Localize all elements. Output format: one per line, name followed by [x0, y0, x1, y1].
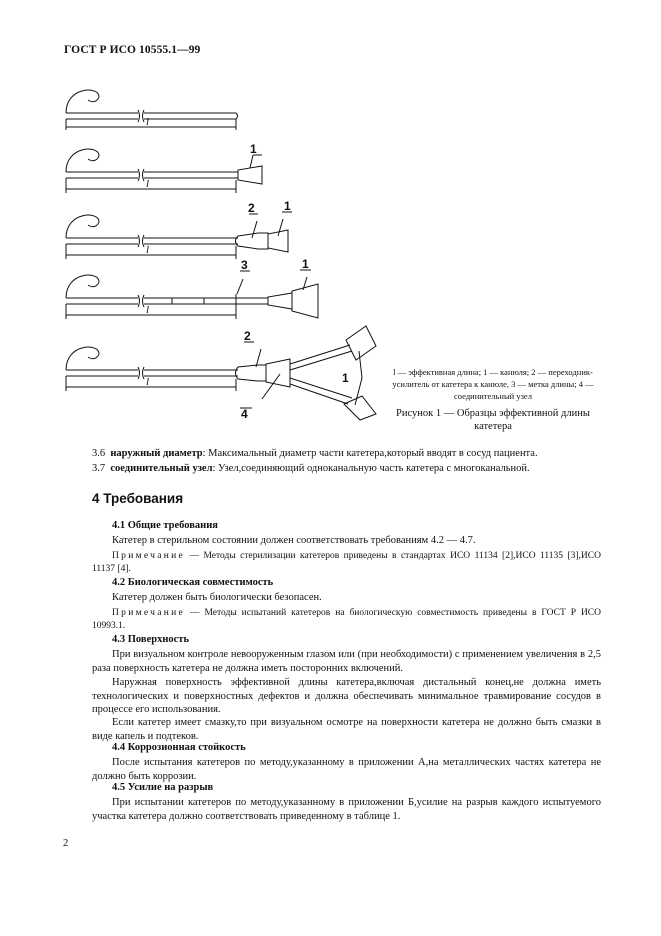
length-label: l — [146, 376, 149, 388]
note: Примечание — Методы испытаний катетеров … — [92, 607, 601, 633]
paragraph: Катетер в стерильном состоянии должен со… — [112, 535, 476, 546]
catheter-sample-3 — [65, 211, 292, 259]
paragraph: Если катетер имеет смазку,то при визуаль… — [92, 717, 601, 742]
label-cannula: 1 — [302, 257, 309, 271]
note-label: Примечание — [112, 551, 186, 561]
subsection-title: 4.5 Усилие на разрыв — [112, 782, 214, 793]
page-header: ГОСТ Р ИСО 10555.1—99 — [64, 44, 201, 56]
figure-caption: Рисунок 1 — Образцы эффективной длины ка… — [396, 408, 590, 432]
paragraph: Наружная поверхность эффективной длины к… — [92, 677, 601, 715]
definition-number: 3.7 — [92, 463, 106, 474]
page-number: 2 — [63, 838, 69, 849]
definition-3-6: 3.6 наружный диаметр: Максимальный диаме… — [92, 448, 538, 459]
label-cannula: 1 — [250, 142, 257, 156]
paragraph: При испытании катетеров по методу,указан… — [92, 797, 601, 822]
length-label: l — [146, 178, 149, 190]
figure-legend: l — эффективная длина; 1 — канюля; 2 — п… — [392, 367, 594, 401]
definition-number: 3.6 — [92, 448, 106, 459]
paragraph: Катетер должен быть биологически безопас… — [112, 592, 322, 603]
label-cannula: 1 — [342, 371, 349, 385]
label-cannula: 1 — [284, 199, 291, 213]
catheter-figure: l l l l l 1 2 1 3 1 2 4 1 — [65, 89, 377, 421]
section-title: 4 Требования — [92, 491, 184, 506]
definition-term: соединительный узел — [110, 463, 213, 474]
definition-term: наружный диаметр — [110, 448, 203, 459]
length-label: l — [146, 116, 149, 128]
note: Примечание — Методы стерилизации катетер… — [92, 550, 601, 576]
label-length-mark: 3 — [241, 258, 248, 272]
catheter-sample-4 — [65, 269, 319, 319]
definition-3-7: 3.7 соединительный узел: Узел,соединяющи… — [92, 463, 530, 474]
subsection-title: 4.1 Общие требования — [112, 520, 218, 531]
subsection-title: 4.3 Поверхность — [112, 634, 189, 645]
length-label: l — [146, 304, 149, 316]
label-adapter: 2 — [248, 201, 255, 215]
paragraph: При визуальном контроле невооруженным гл… — [92, 649, 601, 674]
definition-text: : Узел,соединяющий одноканальную часть к… — [212, 463, 530, 474]
note-text: — Методы испытаний катетеров на биологич… — [92, 608, 601, 631]
paragraph: После испытания катетеров по методу,указ… — [92, 757, 601, 782]
definition-text: : Максимальный диаметр части катетера,ко… — [202, 448, 538, 459]
label-adapter: 2 — [244, 329, 251, 343]
length-label: l — [146, 244, 149, 256]
label-junction: 4 — [241, 407, 248, 421]
subsection-title: 4.4 Коррозионная стойкость — [112, 742, 246, 753]
note-text: — Методы стерилизации катетеров приведен… — [92, 551, 601, 574]
catheter-sample-1 — [65, 89, 238, 130]
catheter-sample-2 — [65, 148, 263, 193]
note-label: Примечание — [112, 608, 186, 618]
subsection-title: 4.2 Биологическая совместимость — [112, 577, 274, 588]
catheter-sample-5 — [65, 325, 377, 421]
